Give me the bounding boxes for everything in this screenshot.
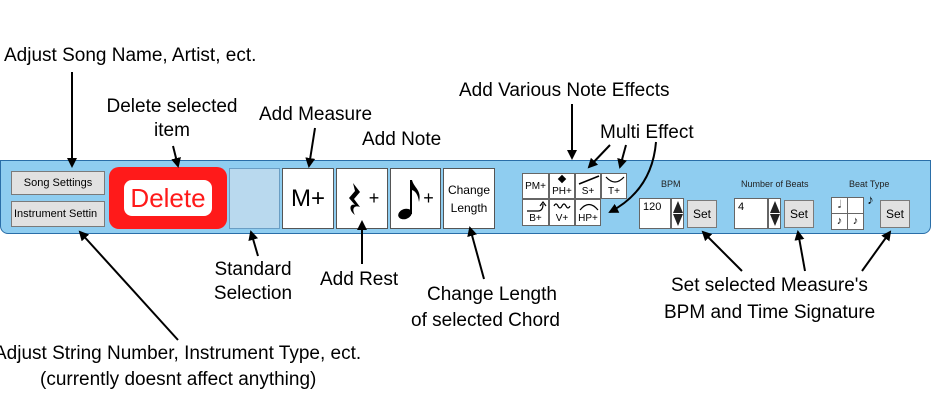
arrow-multi-effect-2 — [617, 144, 627, 169]
add-rest-button[interactable]: + — [336, 168, 388, 229]
arrow-instrument — [78, 230, 179, 341]
annotation-set-measure-1: Set selected Measure's — [671, 275, 868, 296]
annotation-add-measure: Add Measure — [259, 104, 373, 125]
annotation-note-effects: Add Various Note Effects — [459, 80, 670, 101]
vibrato-effect-button[interactable]: V+ — [549, 199, 575, 226]
arrow-down-icon[interactable] — [770, 214, 780, 226]
eighth-note-icon: ♪ — [867, 192, 874, 207]
quarter-rest-icon — [348, 182, 360, 215]
change-length-button[interactable]: Change Length — [443, 168, 495, 229]
arrow-change-length — [467, 226, 485, 280]
slide-label: S+ — [581, 186, 595, 197]
eighth-note-option[interactable]: ♪ — [863, 193, 878, 208]
editor-toolbar: Song Settings Instrument Settin Delete M… — [0, 160, 931, 234]
hammer-arc-icon — [579, 203, 599, 211]
sixteenth-note-icon: ♪ — [836, 215, 843, 227]
bpm-stepper[interactable] — [671, 198, 684, 229]
instrument-settings-button[interactable]: Instrument Settin — [11, 201, 105, 227]
add-note-button[interactable]: + — [390, 168, 441, 229]
arrow-delete — [171, 145, 181, 168]
bpm-set-button[interactable]: Set — [687, 200, 717, 228]
arrow-set-bpm — [701, 230, 743, 272]
arrow-standard-selection — [248, 230, 259, 257]
annotation-change-length-2: of selected Chord — [411, 310, 560, 331]
annotation-set-measure-2: BPM and Time Signature — [664, 302, 876, 323]
annotation-add-note: Add Note — [362, 129, 442, 150]
beat-type-set-button[interactable]: Set — [880, 200, 910, 228]
beats-set-button[interactable]: Set — [784, 200, 814, 228]
tap-effect-button[interactable]: T+ — [601, 173, 627, 199]
arrow-multi-effect-3 — [608, 141, 657, 213]
arrow-up-icon[interactable] — [673, 201, 683, 213]
bend-label: B+ — [529, 213, 542, 224]
annotation-delete: Delete selected item — [106, 96, 238, 141]
add-rest-plus: + — [368, 188, 380, 208]
arrow-multi-effect-1 — [587, 144, 611, 169]
palm-mute-effect-button[interactable]: PM+ — [522, 173, 549, 199]
annotation-instrument-1: Adjust String Number, Instrument Type, e… — [0, 343, 362, 364]
vibrato-label: V+ — [555, 213, 569, 224]
add-measure-button[interactable]: M+ — [282, 168, 334, 229]
song-settings-button[interactable]: Song Settings — [11, 171, 105, 195]
bend-arrow-icon — [527, 201, 547, 212]
delete-button[interactable]: Delete — [109, 167, 227, 229]
annotation-change-length-1: Change Length — [427, 284, 557, 305]
arrow-add-measure — [305, 127, 316, 168]
pinch-harmonic-label: PH+ — [552, 186, 572, 197]
half-note-icon: 𝅗𝅥 — [837, 199, 842, 211]
hammer-pull-effect-button[interactable]: HP+ — [575, 199, 601, 226]
add-measure-label: M+ — [290, 184, 325, 212]
standard-selection-button[interactable] — [229, 168, 280, 229]
beat-type-selector[interactable]: 𝅗𝅥 ♪ ♪ ♪ — [831, 193, 879, 230]
vibrato-wave-icon — [553, 203, 571, 209]
annotation-instrument-2: (currently doesnt affect anything) — [40, 369, 317, 390]
bend-effect-button[interactable]: B+ — [522, 199, 549, 226]
eighth-note-icon — [398, 179, 420, 219]
beats-stepper[interactable] — [768, 198, 781, 229]
change-length-line1: Change — [447, 182, 491, 197]
thirtysecond-note-option[interactable]: ♪ — [847, 213, 864, 230]
annotation-standard-selection: Standard Selection — [213, 259, 293, 304]
add-note-plus: + — [423, 188, 434, 208]
tap-curve-icon — [605, 176, 625, 183]
arrow-set-beat-type — [861, 230, 892, 272]
annotation-song-settings: Adjust Song Name, Artist, ect. — [4, 45, 257, 66]
slide-effect-button[interactable]: S+ — [575, 173, 601, 199]
annotation-add-rest: Add Rest — [320, 269, 399, 290]
bpm-input[interactable]: 120 — [639, 198, 671, 229]
arrow-down-icon[interactable] — [673, 214, 683, 226]
slide-line-icon — [578, 175, 600, 185]
beat-type-label: Beat Type — [849, 179, 890, 189]
delete-label: Delete — [124, 180, 212, 216]
number-of-beats-input[interactable]: 4 — [734, 198, 768, 229]
bpm-label: BPM — [661, 179, 681, 189]
pinch-harmonic-effect-button[interactable]: PH+ — [549, 173, 575, 199]
arrow-set-beats — [794, 230, 806, 272]
hammer-pull-label: HP+ — [578, 213, 598, 224]
change-length-line2: Length — [450, 200, 488, 215]
annotation-multi-effect: Multi Effect — [600, 122, 694, 143]
arrow-up-icon[interactable] — [770, 201, 780, 213]
thirtysecond-note-icon: ♪ — [852, 215, 859, 227]
tap-label: T+ — [608, 186, 620, 197]
number-of-beats-label: Number of Beats — [741, 179, 809, 189]
